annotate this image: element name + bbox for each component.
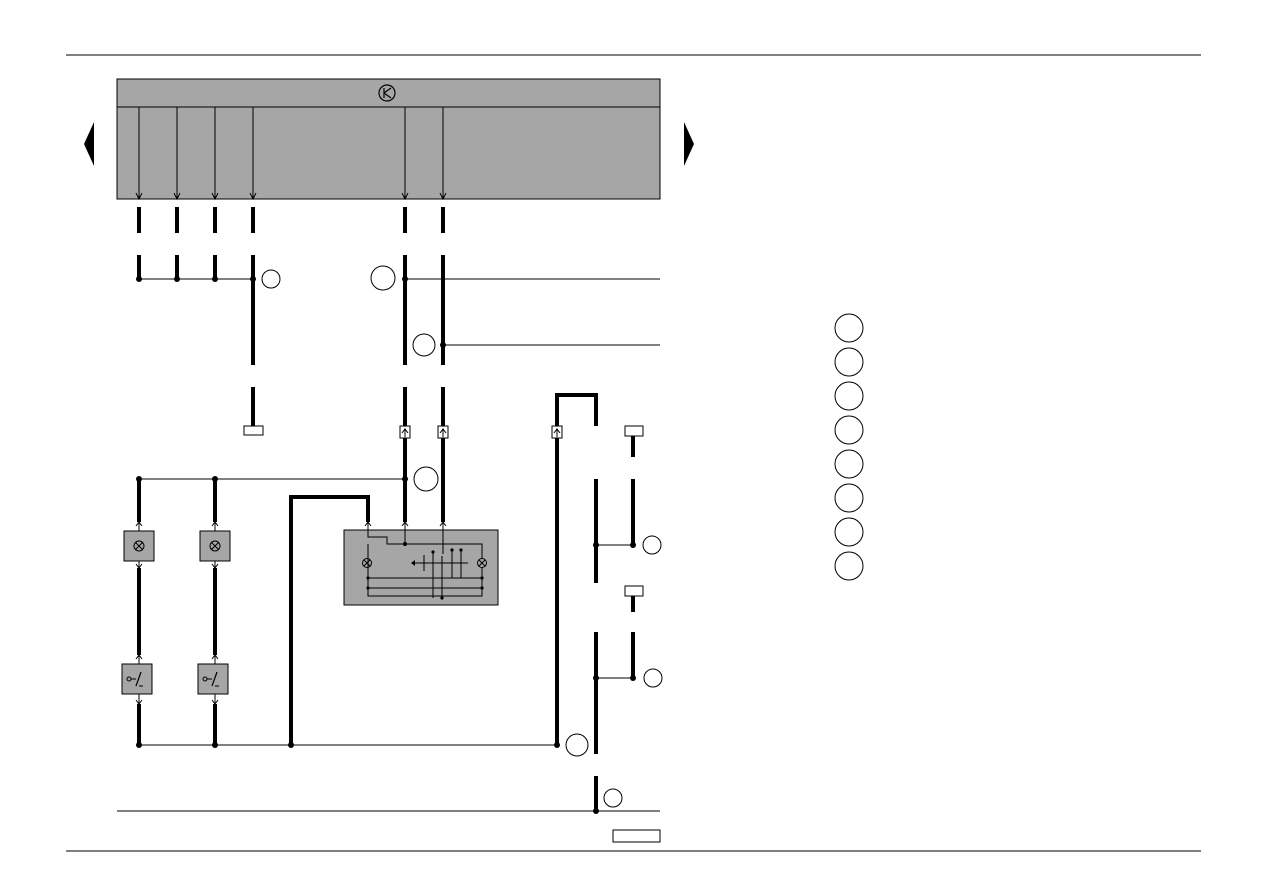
legend xyxy=(834,313,864,581)
ignition-symbol-icon xyxy=(378,84,396,102)
lamp-icon xyxy=(123,530,231,562)
legend-marker xyxy=(834,483,864,513)
legend-marker xyxy=(834,347,864,377)
reference-marker xyxy=(565,733,589,757)
ground-terminal-box xyxy=(243,425,264,436)
page-reference-box xyxy=(612,829,661,843)
junction-dots xyxy=(136,276,636,814)
legend-marker xyxy=(834,551,864,581)
reference-marker xyxy=(413,466,439,492)
triangle-right-icon[interactable] xyxy=(684,122,694,166)
connector-box-lower xyxy=(624,585,644,597)
legend-marker xyxy=(834,381,864,411)
connector-box-upper xyxy=(624,425,644,437)
legend-marker xyxy=(834,449,864,479)
connector-boxes xyxy=(243,425,661,843)
thick-wires xyxy=(137,207,635,811)
lamp-leads xyxy=(135,521,219,569)
interior-light-unit-icon xyxy=(343,521,499,606)
reference-marker xyxy=(370,265,396,291)
reference-marker xyxy=(642,535,662,555)
reference-markers xyxy=(261,265,663,808)
control-module-panel xyxy=(116,78,661,201)
legend-marker xyxy=(834,313,864,343)
door-contact-switch-icon xyxy=(121,663,229,695)
switch-leads xyxy=(135,654,219,705)
reference-marker xyxy=(261,269,281,289)
legend-marker xyxy=(834,517,864,547)
reference-marker xyxy=(412,333,436,357)
connector-arrow-icon xyxy=(399,425,563,439)
reference-marker xyxy=(643,668,663,688)
reference-marker xyxy=(603,788,623,808)
triangle-left-icon[interactable] xyxy=(84,122,94,166)
legend-marker xyxy=(834,415,864,445)
thin-wires xyxy=(117,278,660,812)
